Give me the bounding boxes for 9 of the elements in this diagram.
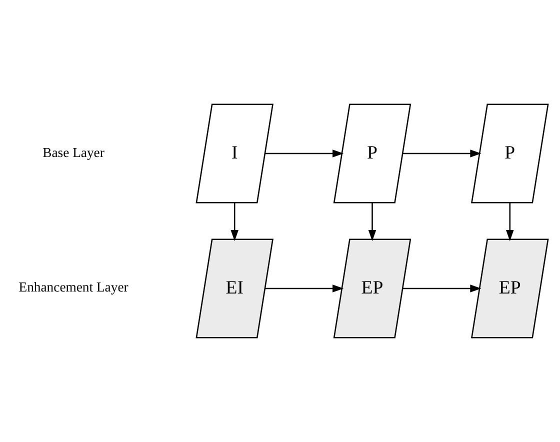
arrow [264,150,344,158]
label: Enhancement Layer [18,280,128,295]
arrow [402,150,482,158]
arrow [402,284,482,292]
arrow [368,202,376,242]
arrow [264,284,344,292]
arrow [230,202,238,242]
arrow [506,202,514,242]
label: Base Layer [42,144,104,160]
